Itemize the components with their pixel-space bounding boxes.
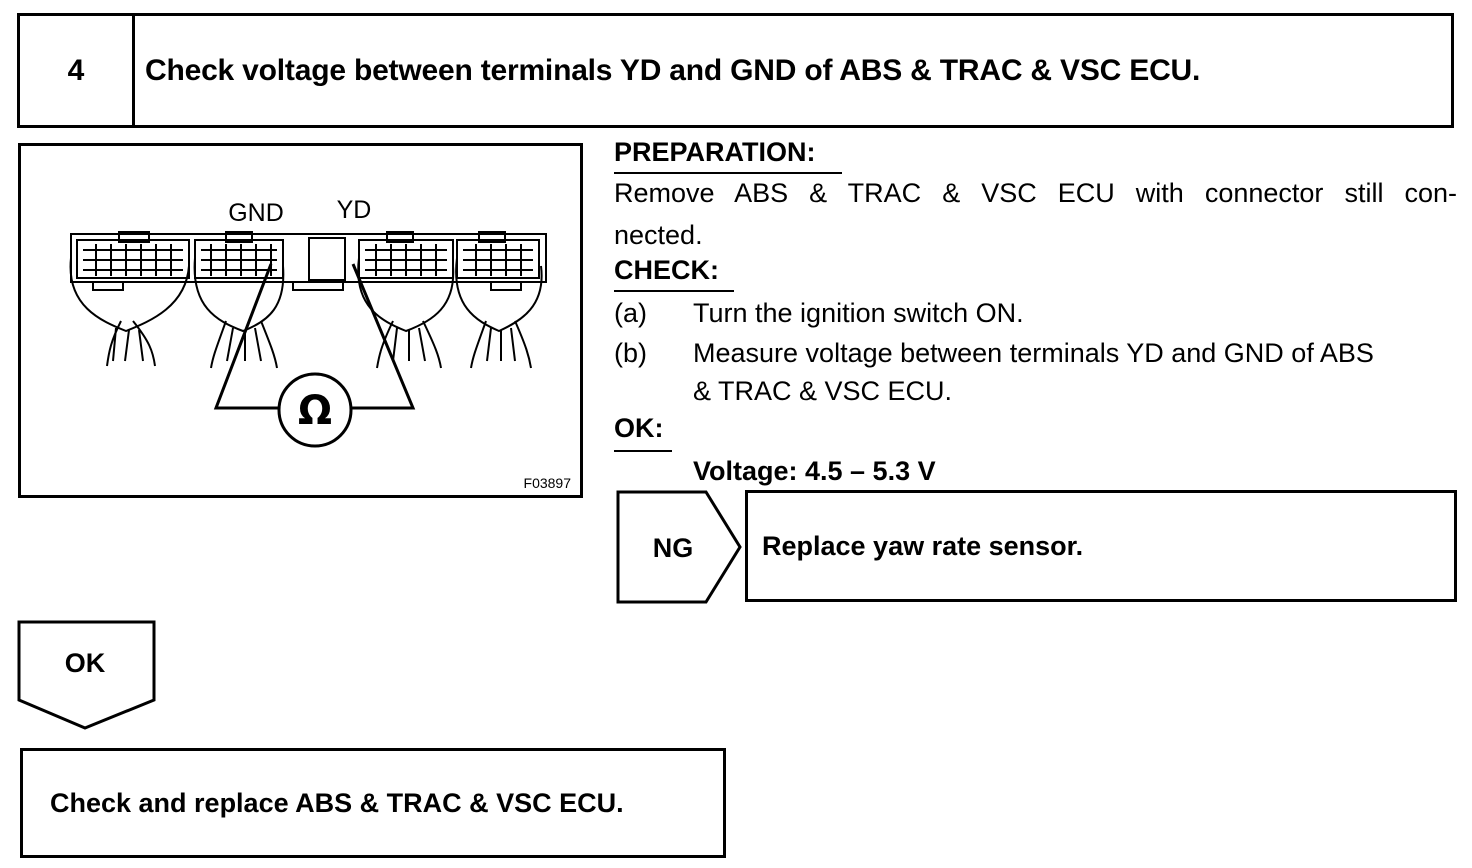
connector-illustration: Ω GND YD F03897 [69,196,572,491]
check-marker-b: (b) [614,338,647,368]
ok-result-box: Check and replace ABS & TRAC & VSC ECU. [20,748,726,858]
gnd-terminal-label: GND [228,199,284,227]
ok-underline [614,450,672,452]
ok-heading: OK: [614,413,664,443]
yd-terminal-label: YD [337,196,372,224]
check-heading: CHECK: [614,255,719,285]
check-item-b-line-1: Measure voltage between terminals YD and… [693,338,1374,368]
ok-voltage-spec: Voltage: 4.5 – 5.3 V [693,456,936,486]
ok-label: OK [65,648,106,678]
gnd-probe-lead [213,263,279,410]
connector-diagram: Ω GND YD F03897 [18,143,583,498]
ng-arrow: NG [616,490,742,604]
ohm-symbol: Ω [298,388,332,434]
ng-result-box: Replace yaw rate sensor. [745,490,1457,602]
preparation-line-1: Remove ABS & TRAC & VSC ECU with connect… [614,178,1457,208]
ok-arrow: OK [17,620,156,730]
step-header: 4 Check voltage between terminals YD and… [17,13,1454,128]
check-underline [614,290,734,292]
ok-result-text: Check and replace ABS & TRAC & VSC ECU. [50,787,624,818]
ng-result-text: Replace yaw rate sensor. [762,530,1084,561]
check-marker-a: (a) [614,298,647,328]
preparation-heading: PREPARATION: [614,137,816,167]
check-item-b-line-2: & TRAC & VSC ECU. [693,376,953,406]
step-title: Check voltage between terminals YD and G… [145,53,1201,87]
preparation-underline [614,172,842,174]
ohmmeter-icon [277,372,353,448]
preparation-line-2: nected. [614,220,703,250]
step-number: 4 [20,16,135,125]
yd-probe-lead [351,263,416,410]
check-item-a: Turn the ignition switch ON. [693,298,1024,328]
ng-label: NG [653,533,694,563]
figure-code: F03897 [524,475,572,491]
